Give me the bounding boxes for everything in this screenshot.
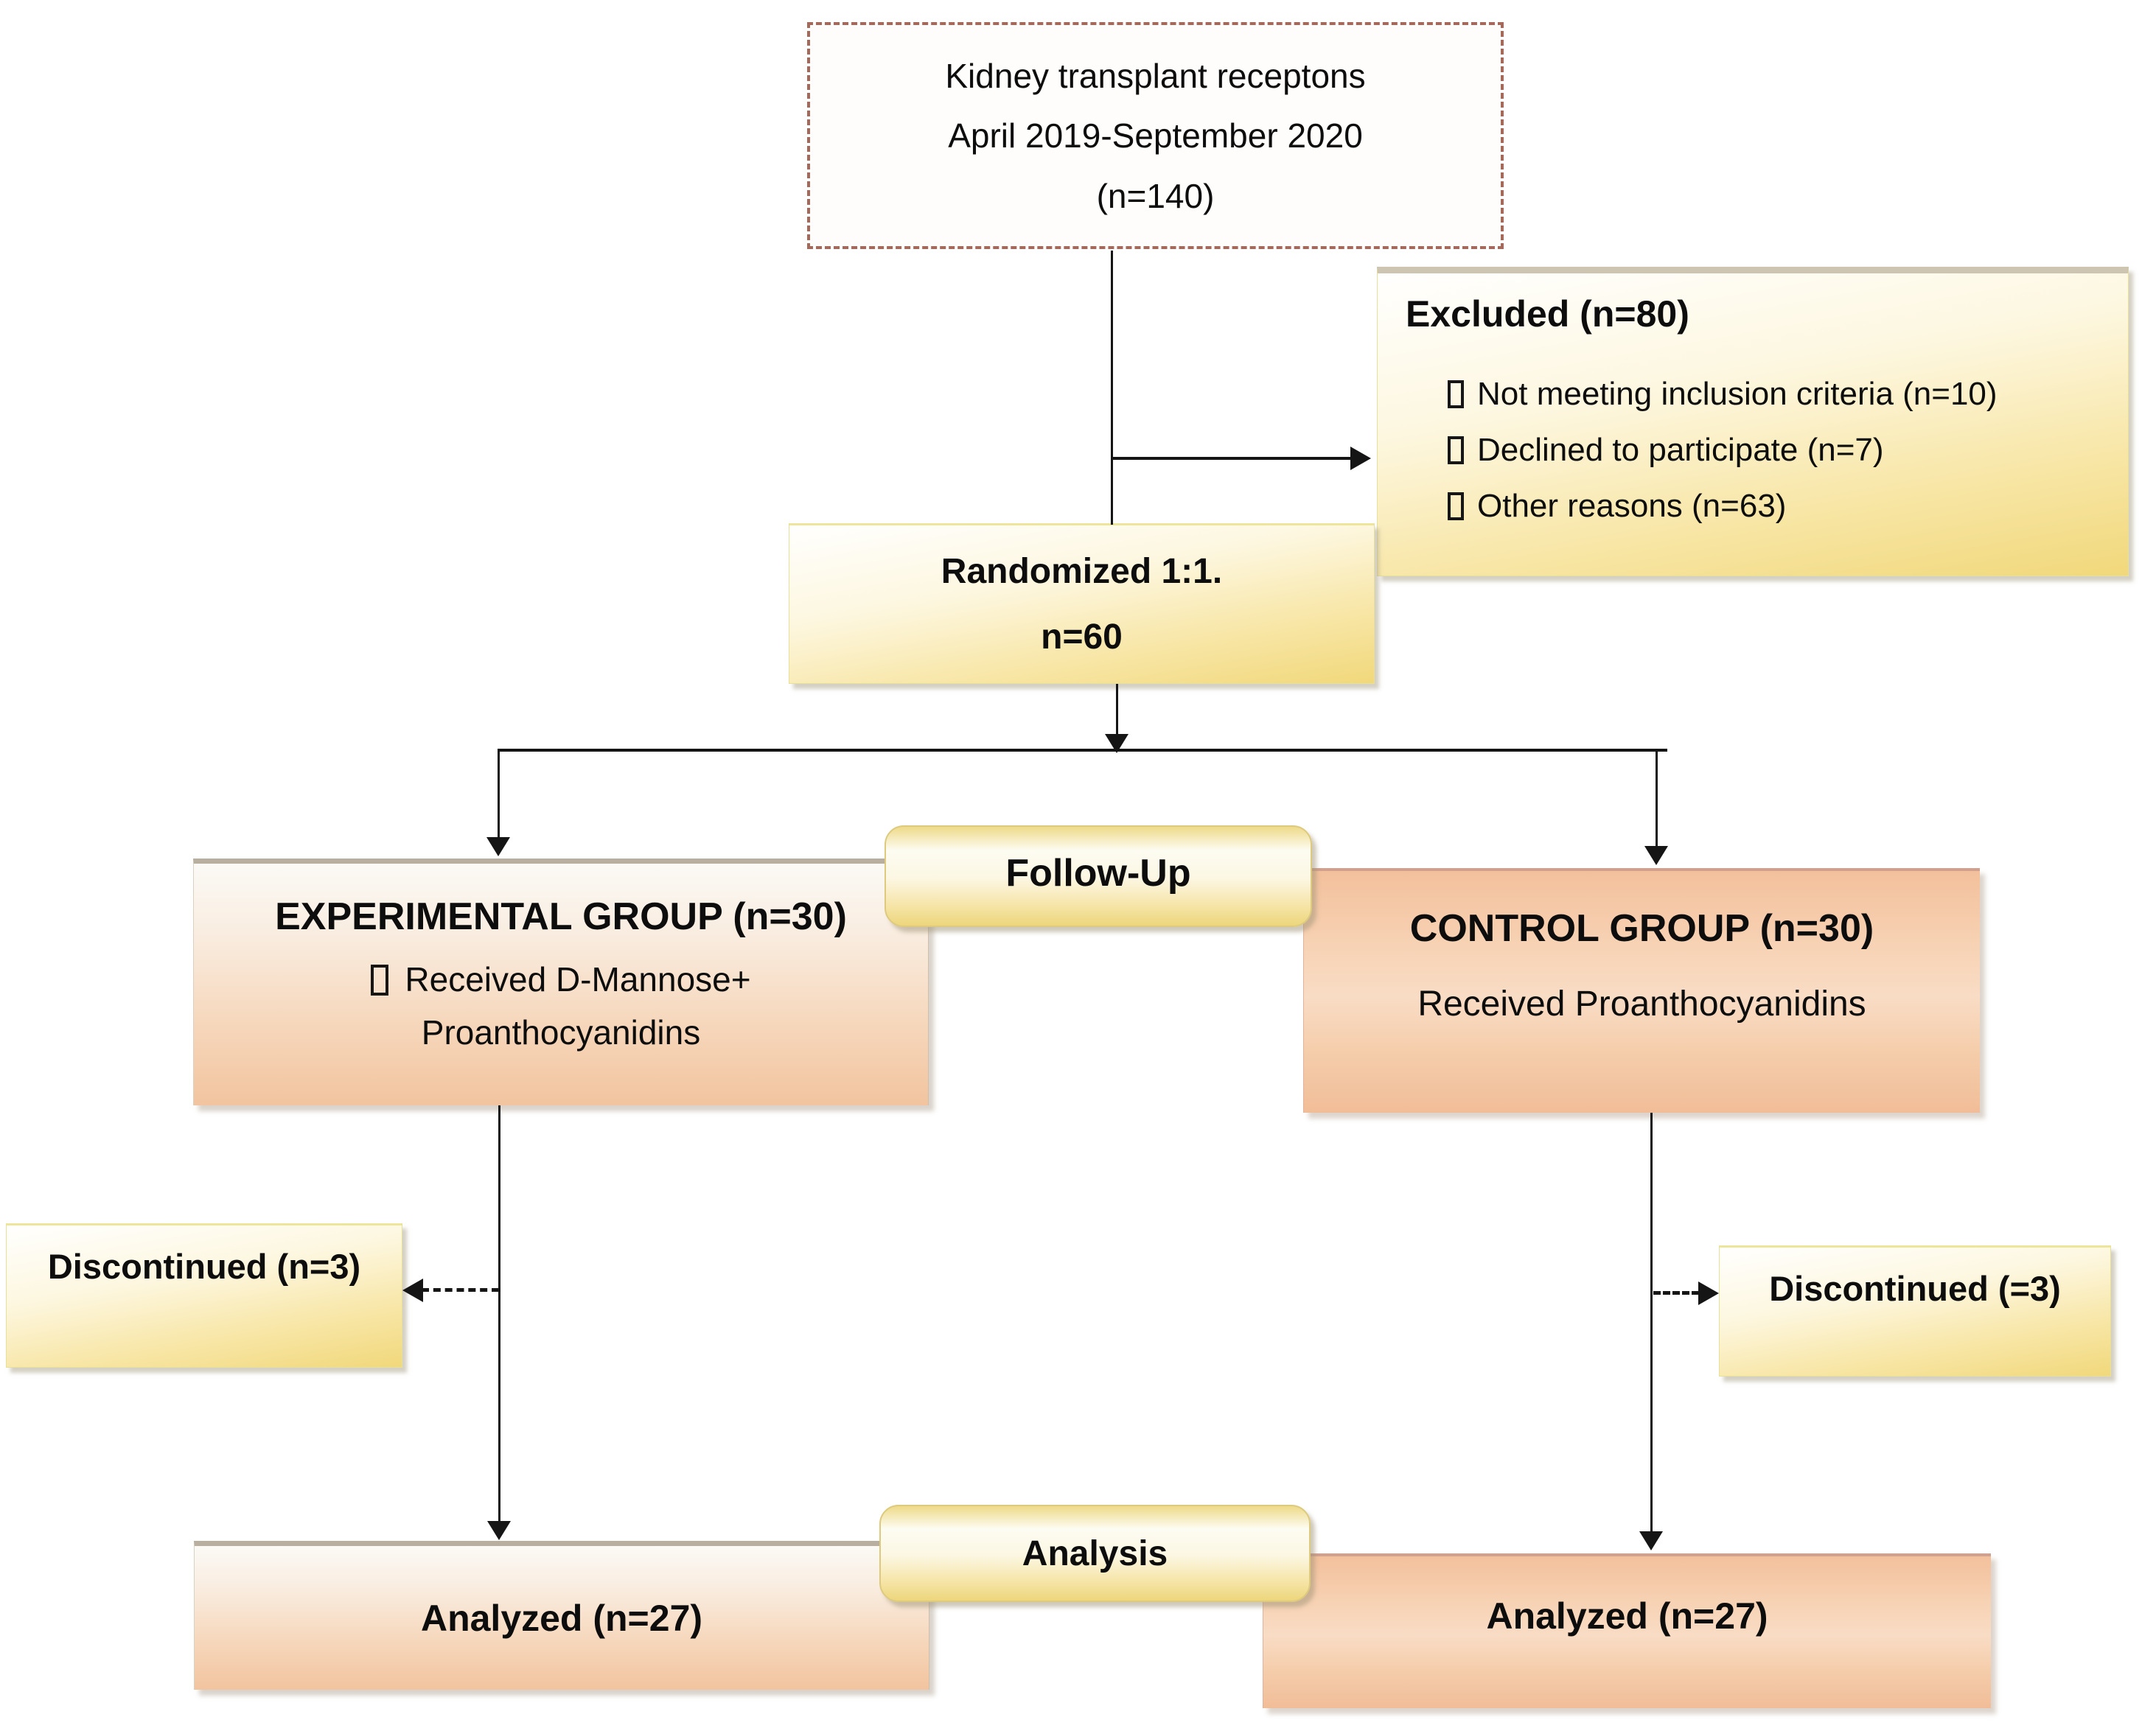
experimental-group-title: EXPERIMENTAL GROUP (n=30) [275,895,847,938]
excluded-box: Excluded (n=80) Not meeting inclusion cr… [1377,267,2129,576]
discontinued-left-box: Discontinued (n=3) [6,1223,402,1368]
excluded-title: Excluded (n=80) [1406,293,1689,335]
connector-branch-right [1656,749,1658,847]
excluded-item-label: Declined to participate (n=7) [1477,432,1884,468]
experimental-group-line-label: Received D-Mannose+ [405,960,751,999]
excluded-item: Declined to participate (n=7) [1378,422,2128,478]
discontinued-right-box: Discontinued (=3) [1719,1245,2111,1377]
discontinued-left-label: Discontinued (n=3) [47,1247,361,1286]
experimental-group-line2: Proanthocyanidins [421,1013,701,1052]
analyzed-right-box: Analyzed (n=27) [1263,1553,1991,1708]
excluded-item: Not meeting inclusion criteria (n=10) [1378,366,2128,422]
arrowhead-discontinued-left-icon [402,1279,423,1302]
experimental-group-line: Received D-Mannose+ [194,959,928,999]
randomized-box: Randomized 1:1. n=60 [789,523,1375,684]
arrowhead-analyzed-left-icon [487,1521,511,1540]
connector-discontinued-left [422,1288,499,1292]
bullet-tofu-icon [371,965,389,996]
connector-branch-left [498,749,500,840]
excluded-item: Other reasons (n=63) [1378,478,2128,534]
connector-to-excluded [1112,457,1350,460]
analysis-label-text: Analysis [1022,1534,1168,1573]
enrollment-box: Kidney transplant receptons April 2019-S… [807,22,1504,249]
control-group-title: CONTROL GROUP (n=30) [1409,907,1874,950]
analyzed-left-label: Analyzed (n=27) [420,1597,703,1639]
analyzed-right-label: Analyzed (n=27) [1486,1595,1768,1637]
connector-enrollment-to-randomized [1111,251,1113,525]
arrowhead-discontinued-right-icon [1698,1281,1719,1305]
enrollment-line-1: Kidney transplant receptons [945,56,1366,95]
connector-randomized-stem [1116,684,1118,737]
excluded-item-label: Not meeting inclusion criteria (n=10) [1477,376,1998,412]
arrowhead-to-excluded-icon [1350,447,1371,470]
randomized-line-1: Randomized 1:1. [941,551,1223,591]
bullet-tofu-icon [1448,380,1464,408]
arrowhead-branch-right-icon [1644,846,1668,865]
followup-stage-label: Follow-Up [885,825,1312,927]
enrollment-line-2: April 2019-September 2020 [948,116,1363,155]
connector-experimental-to-analyzed [498,1105,500,1524]
analyzed-left-box: Analyzed (n=27) [194,1541,929,1690]
arrowhead-analyzed-right-icon [1639,1531,1663,1550]
experimental-group-box: EXPERIMENTAL GROUP (n=30) Received D-Man… [193,858,929,1105]
control-group-box: CONTROL GROUP (n=30) Received Proanthocy… [1303,868,1980,1113]
randomized-line-2: n=60 [1041,618,1123,657]
bullet-tofu-icon [1448,492,1464,520]
discontinued-right-label: Discontinued (=3) [1769,1269,2061,1308]
bullet-tofu-icon [1448,436,1464,464]
enrollment-line-3: (n=140) [1096,176,1215,215]
connector-discontinued-right [1653,1291,1699,1295]
connector-control-to-analyzed [1650,1113,1653,1533]
control-group-line: Received Proanthocyanidins [1417,985,1866,1024]
excluded-item-label: Other reasons (n=63) [1477,488,1787,524]
followup-label-text: Follow-Up [1005,852,1191,895]
analysis-stage-label: Analysis [879,1505,1311,1602]
connector-branch-horizontal [498,749,1667,752]
arrowhead-branch-left-icon [486,837,510,856]
